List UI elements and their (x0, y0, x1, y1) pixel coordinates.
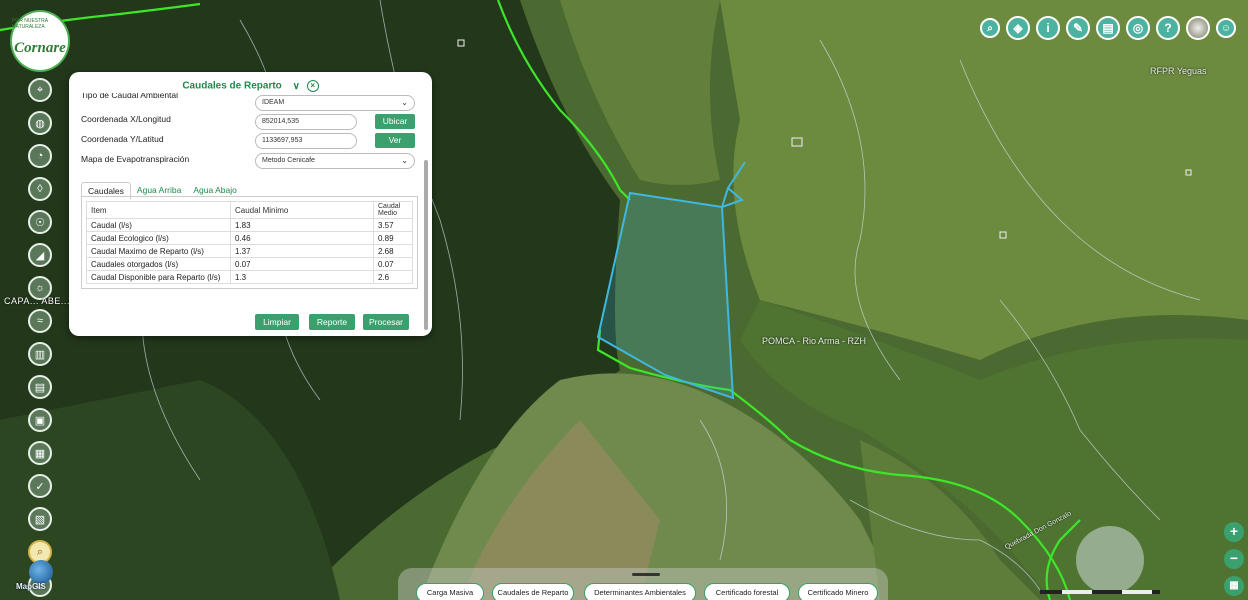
table-cell: 0.07 (373, 257, 413, 271)
carga-masiva-button[interactable]: Carga Masiva (416, 583, 484, 600)
table-cell: Caudal Ecologico (l/s) (86, 231, 231, 245)
table-row: Caudal Disponible para Reparto (l/s) 1.3… (86, 270, 413, 284)
locate-icon[interactable]: ◎ (1126, 16, 1150, 40)
info-icon[interactable]: i (1036, 16, 1060, 40)
coord-y-input[interactable]: 1133697,953 (255, 133, 357, 149)
table-icon[interactable]: ▧ (28, 507, 52, 531)
map-label-pomca: POMCA - Rio Arma - RZH (762, 336, 867, 346)
search-icon[interactable]: ⌕ (980, 18, 1000, 38)
tipo-caudal-label: Tipo de Caudal Ambiental (81, 93, 179, 100)
sun-icon[interactable]: ☼ (28, 276, 52, 300)
table-cell: 2.68 (373, 244, 413, 258)
coord-y-label: Coordenada Y/Latitud (81, 134, 164, 144)
user-search-icon[interactable]: ☉ (28, 210, 52, 234)
table-row: Caudal Maximo de Reparto (l/s) 1.37 2.68 (86, 244, 413, 258)
mapgis-label: MapGIS (16, 582, 46, 591)
table-cell: 1.83 (230, 218, 374, 232)
check-circle-icon[interactable]: ✓ (28, 474, 52, 498)
table-cell: 0.89 (373, 231, 413, 245)
draw-brush-icon[interactable]: ✎ (1066, 16, 1090, 40)
tab-agua-abajo[interactable]: Agua Abajo (193, 185, 237, 195)
reporte-button[interactable]: Reporte (309, 314, 355, 330)
table-cell: 0.07 (230, 257, 374, 271)
caudales-reparto-button[interactable]: Caudales de Reparto (492, 583, 574, 600)
chart-icon[interactable]: ▦ (28, 441, 52, 465)
table-cell: 2.6 (373, 270, 413, 284)
tab-caudales[interactable]: Caudales (81, 182, 131, 199)
table-row: Caudal Ecologico (l/s) 0.46 0.89 (86, 231, 413, 245)
image-icon[interactable]: ▣ (28, 408, 52, 432)
table-header: Caudal Medio (373, 201, 413, 219)
zoom-in-button[interactable]: + (1224, 522, 1244, 542)
caudales-table-container: Item Caudal Minimo Caudal Medio Caudal (… (81, 196, 418, 289)
print-icon[interactable]: ▤ (1096, 16, 1120, 40)
panel-title-text: Caudales de Reparto (182, 80, 282, 92)
determinantes-ambientales-button[interactable]: Determinantes Ambientales (584, 583, 696, 600)
measure-tool-icon[interactable]: ◢ (28, 243, 52, 267)
table-cell: Caudal Maximo de Reparto (l/s) (86, 244, 231, 258)
logo-text: Cornare (14, 39, 66, 56)
table-cell: 0.46 (230, 231, 374, 245)
mapa-evapo-label: Mapa de Evapotranspiración (81, 154, 190, 164)
procesar-button[interactable]: Procesar (363, 314, 409, 330)
document-icon[interactable]: ▤ (28, 375, 52, 399)
water-tap-icon[interactable]: ◔ (28, 144, 52, 168)
layers-icon[interactable]: ◈ (1006, 16, 1030, 40)
table-cell: 3.57 (373, 218, 413, 232)
certificado-forestal-button[interactable]: Certificado forestal (704, 583, 790, 600)
user-icon[interactable]: ☺ (1216, 18, 1236, 38)
table-header: Item (86, 201, 231, 219)
ver-button[interactable]: Ver (375, 133, 415, 148)
coord-x-input[interactable]: 852014,535 (255, 114, 357, 130)
mapgis-globe-icon (29, 560, 53, 584)
mapa-evapo-select[interactable]: Metodo Cenicafe ⌄ (255, 153, 415, 169)
basemap-thumbnail[interactable] (1186, 16, 1210, 40)
tab-agua-arriba[interactable]: Agua Arriba (136, 185, 182, 195)
collapse-chevron-icon[interactable]: ∨ (292, 80, 300, 92)
location-pin-icon[interactable]: ⌖ (28, 78, 52, 102)
top-toolbar: ⌕ ◈ i ✎ ▤ ◎ ? ☺ (980, 16, 1236, 40)
table-row: Caudales otorgados (l/s) 0.07 0.07 (86, 257, 413, 271)
table-cell: 1.37 (230, 244, 374, 258)
certificado-minero-button[interactable]: Certificado Minero (798, 583, 878, 600)
caudales-panel: Caudales de Reparto ∨ × Tipo de Caudal A… (69, 72, 432, 336)
building-icon[interactable]: ▥ (28, 342, 52, 366)
panel-scrollbar[interactable] (424, 160, 428, 330)
bottom-bar-handle[interactable] (632, 573, 660, 576)
table-cell: Caudal Disponible para Reparto (l/s) (86, 270, 231, 284)
map-label-reserve: RFPR Yeguas (1150, 66, 1207, 76)
chevron-down-icon: ⌄ (401, 156, 408, 165)
left-toolbar: ⌖ ◍ ◔ ◊ ☉ ◢ ☼ ≈ ▥ ▤ ▣ ▦ ✓ ▧ ⌕ ⚙ (28, 78, 54, 600)
table-header-row: Item Caudal Minimo Caudal Medio (86, 201, 413, 219)
side-layer-label: CAPA... ABE... AL (4, 296, 85, 306)
panel-title: Caudales de Reparto ∨ × (69, 80, 432, 92)
waves-icon[interactable]: ≈ (28, 309, 52, 333)
chevron-down-icon: ⌄ (401, 98, 408, 107)
table-header: Caudal Minimo (230, 201, 374, 219)
caudales-table: Item Caudal Minimo Caudal Medio Caudal (… (86, 201, 413, 284)
coord-x-label: Coordenada X/Longitud (81, 114, 171, 124)
zoom-out-button[interactable]: − (1224, 549, 1244, 569)
logo-subtext: POR NUESTRA NATURALEZA (12, 18, 48, 30)
layers-globe-icon[interactable]: ◍ (28, 111, 52, 135)
water-drop-icon[interactable]: ◊ (28, 177, 52, 201)
basemap-toggle-icon[interactable]: ▦ (1224, 576, 1244, 596)
ubicar-button[interactable]: Ubicar (375, 114, 415, 129)
close-icon[interactable]: × (306, 80, 319, 92)
limpiar-button[interactable]: Limpiar (255, 314, 299, 330)
help-icon[interactable]: ? (1156, 16, 1180, 40)
mapa-evapo-value: Metodo Cenicafe (262, 157, 315, 164)
cornare-logo: POR NUESTRA NATURALEZA Cornare (10, 10, 70, 72)
tipo-caudal-value: IDEAM (262, 99, 285, 106)
table-cell: Caudales otorgados (l/s) (86, 257, 231, 271)
table-cell: 1.3 (230, 270, 374, 284)
result-tabs: Caudales Agua Arriba Agua Abajo (81, 182, 243, 199)
table-cell: Caudal (l/s) (86, 218, 231, 232)
tipo-caudal-select[interactable]: IDEAM ⌄ (255, 95, 415, 111)
table-row: Caudal (l/s) 1.83 3.57 (86, 218, 413, 232)
